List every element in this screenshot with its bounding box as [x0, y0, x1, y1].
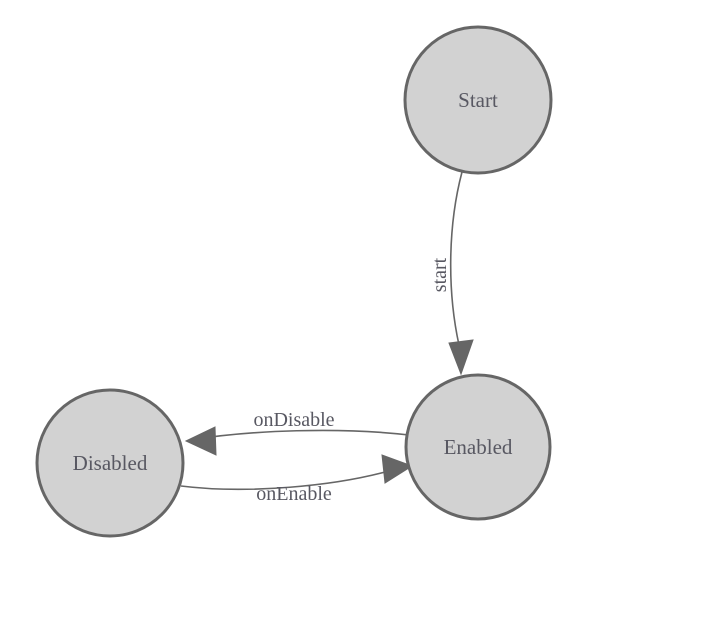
edge-enabled-to-disabled-path — [189, 429, 410, 441]
state-node-start-label: Start — [458, 88, 498, 112]
state-node-enabled-label: Enabled — [444, 435, 513, 459]
edge-disabled-to-enabled-path — [180, 468, 397, 491]
edge-start-to-enabled-arrowhead — [448, 339, 474, 376]
state-node-disabled-circle — [35, 388, 185, 538]
state-node-disabled-label: Disabled — [73, 451, 148, 475]
edge-enabled-to-disabled-arrowhead — [184, 426, 217, 456]
edge-label-start: start — [429, 257, 451, 292]
edge-start-to-enabled-path — [449, 171, 463, 346]
state-node-enabled[interactable]: Enabled — [404, 373, 552, 521]
edge-enabled-to-disabled[interactable] — [184, 426, 410, 456]
edge-label-on-enable: onEnable — [256, 483, 332, 505]
state-node-start-circle — [403, 25, 553, 175]
state-node-start[interactable]: Start — [403, 25, 553, 175]
edge-start-to-enabled[interactable] — [448, 171, 474, 376]
state-node-enabled-circle — [404, 373, 552, 521]
edge-disabled-to-enabled[interactable] — [180, 454, 414, 491]
state-node-disabled[interactable]: Disabled — [35, 388, 185, 538]
edge-label-on-disable: onDisable — [253, 409, 334, 431]
edge-disabled-to-enabled-arrowhead — [381, 454, 414, 484]
